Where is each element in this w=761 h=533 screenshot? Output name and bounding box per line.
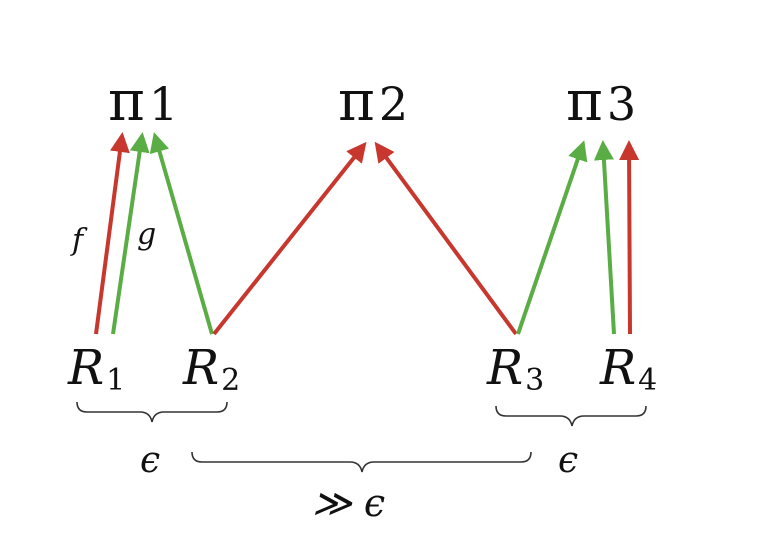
node-r1: R1	[67, 340, 125, 398]
policy-pi1-symbol: π	[108, 69, 145, 134]
arrow-label-f: f	[70, 223, 88, 258]
policy-pi2-symbol: π	[338, 69, 375, 134]
node-r4-index: 4	[638, 363, 657, 398]
brace-left	[76, 401, 228, 423]
node-r2-index: 2	[221, 363, 240, 398]
node-r2: R2	[182, 340, 240, 398]
brace-right	[495, 405, 647, 427]
policy-pi1-index: 1	[149, 77, 178, 131]
policy-pi3-index: 3	[607, 77, 636, 131]
policy-pi2: π2	[338, 69, 408, 134]
brace-middle-label: ≫ ϵ	[312, 481, 385, 525]
node-r3-symbol: R	[486, 340, 523, 396]
arrow-r1-pi1-f	[94, 132, 130, 335]
node-r3-index: 3	[525, 363, 544, 398]
arrow-r2-pi2-f	[212, 141, 367, 336]
node-r1-symbol: R	[67, 340, 104, 396]
node-r4: R4	[599, 340, 657, 398]
arrow-r1-pi1-g	[111, 132, 150, 335]
policy-pi3-symbol: π	[566, 69, 603, 134]
node-r3: R3	[486, 340, 544, 398]
arrow-r2-pi1-g	[149, 132, 214, 335]
arrow-r3-pi2-f	[374, 141, 518, 336]
arrow-r4-pi3-g	[593, 140, 616, 335]
arrow-r3-pi3-g	[516, 140, 588, 335]
node-r4-symbol: R	[599, 340, 636, 396]
policy-pi3: π3	[566, 69, 636, 134]
node-r2-symbol: R	[182, 340, 219, 396]
brace-left-label: ϵ	[140, 440, 160, 481]
policy-pi1: π1	[108, 69, 178, 134]
policy-pi2-index: 2	[379, 77, 408, 131]
arrow-label-g: g	[137, 217, 156, 252]
brace-middle	[191, 451, 532, 473]
arrows	[94, 132, 640, 336]
brace-right-label: ϵ	[558, 440, 578, 481]
arrow-r4-pi3-f	[619, 140, 640, 335]
node-r1-index: 1	[106, 363, 125, 398]
